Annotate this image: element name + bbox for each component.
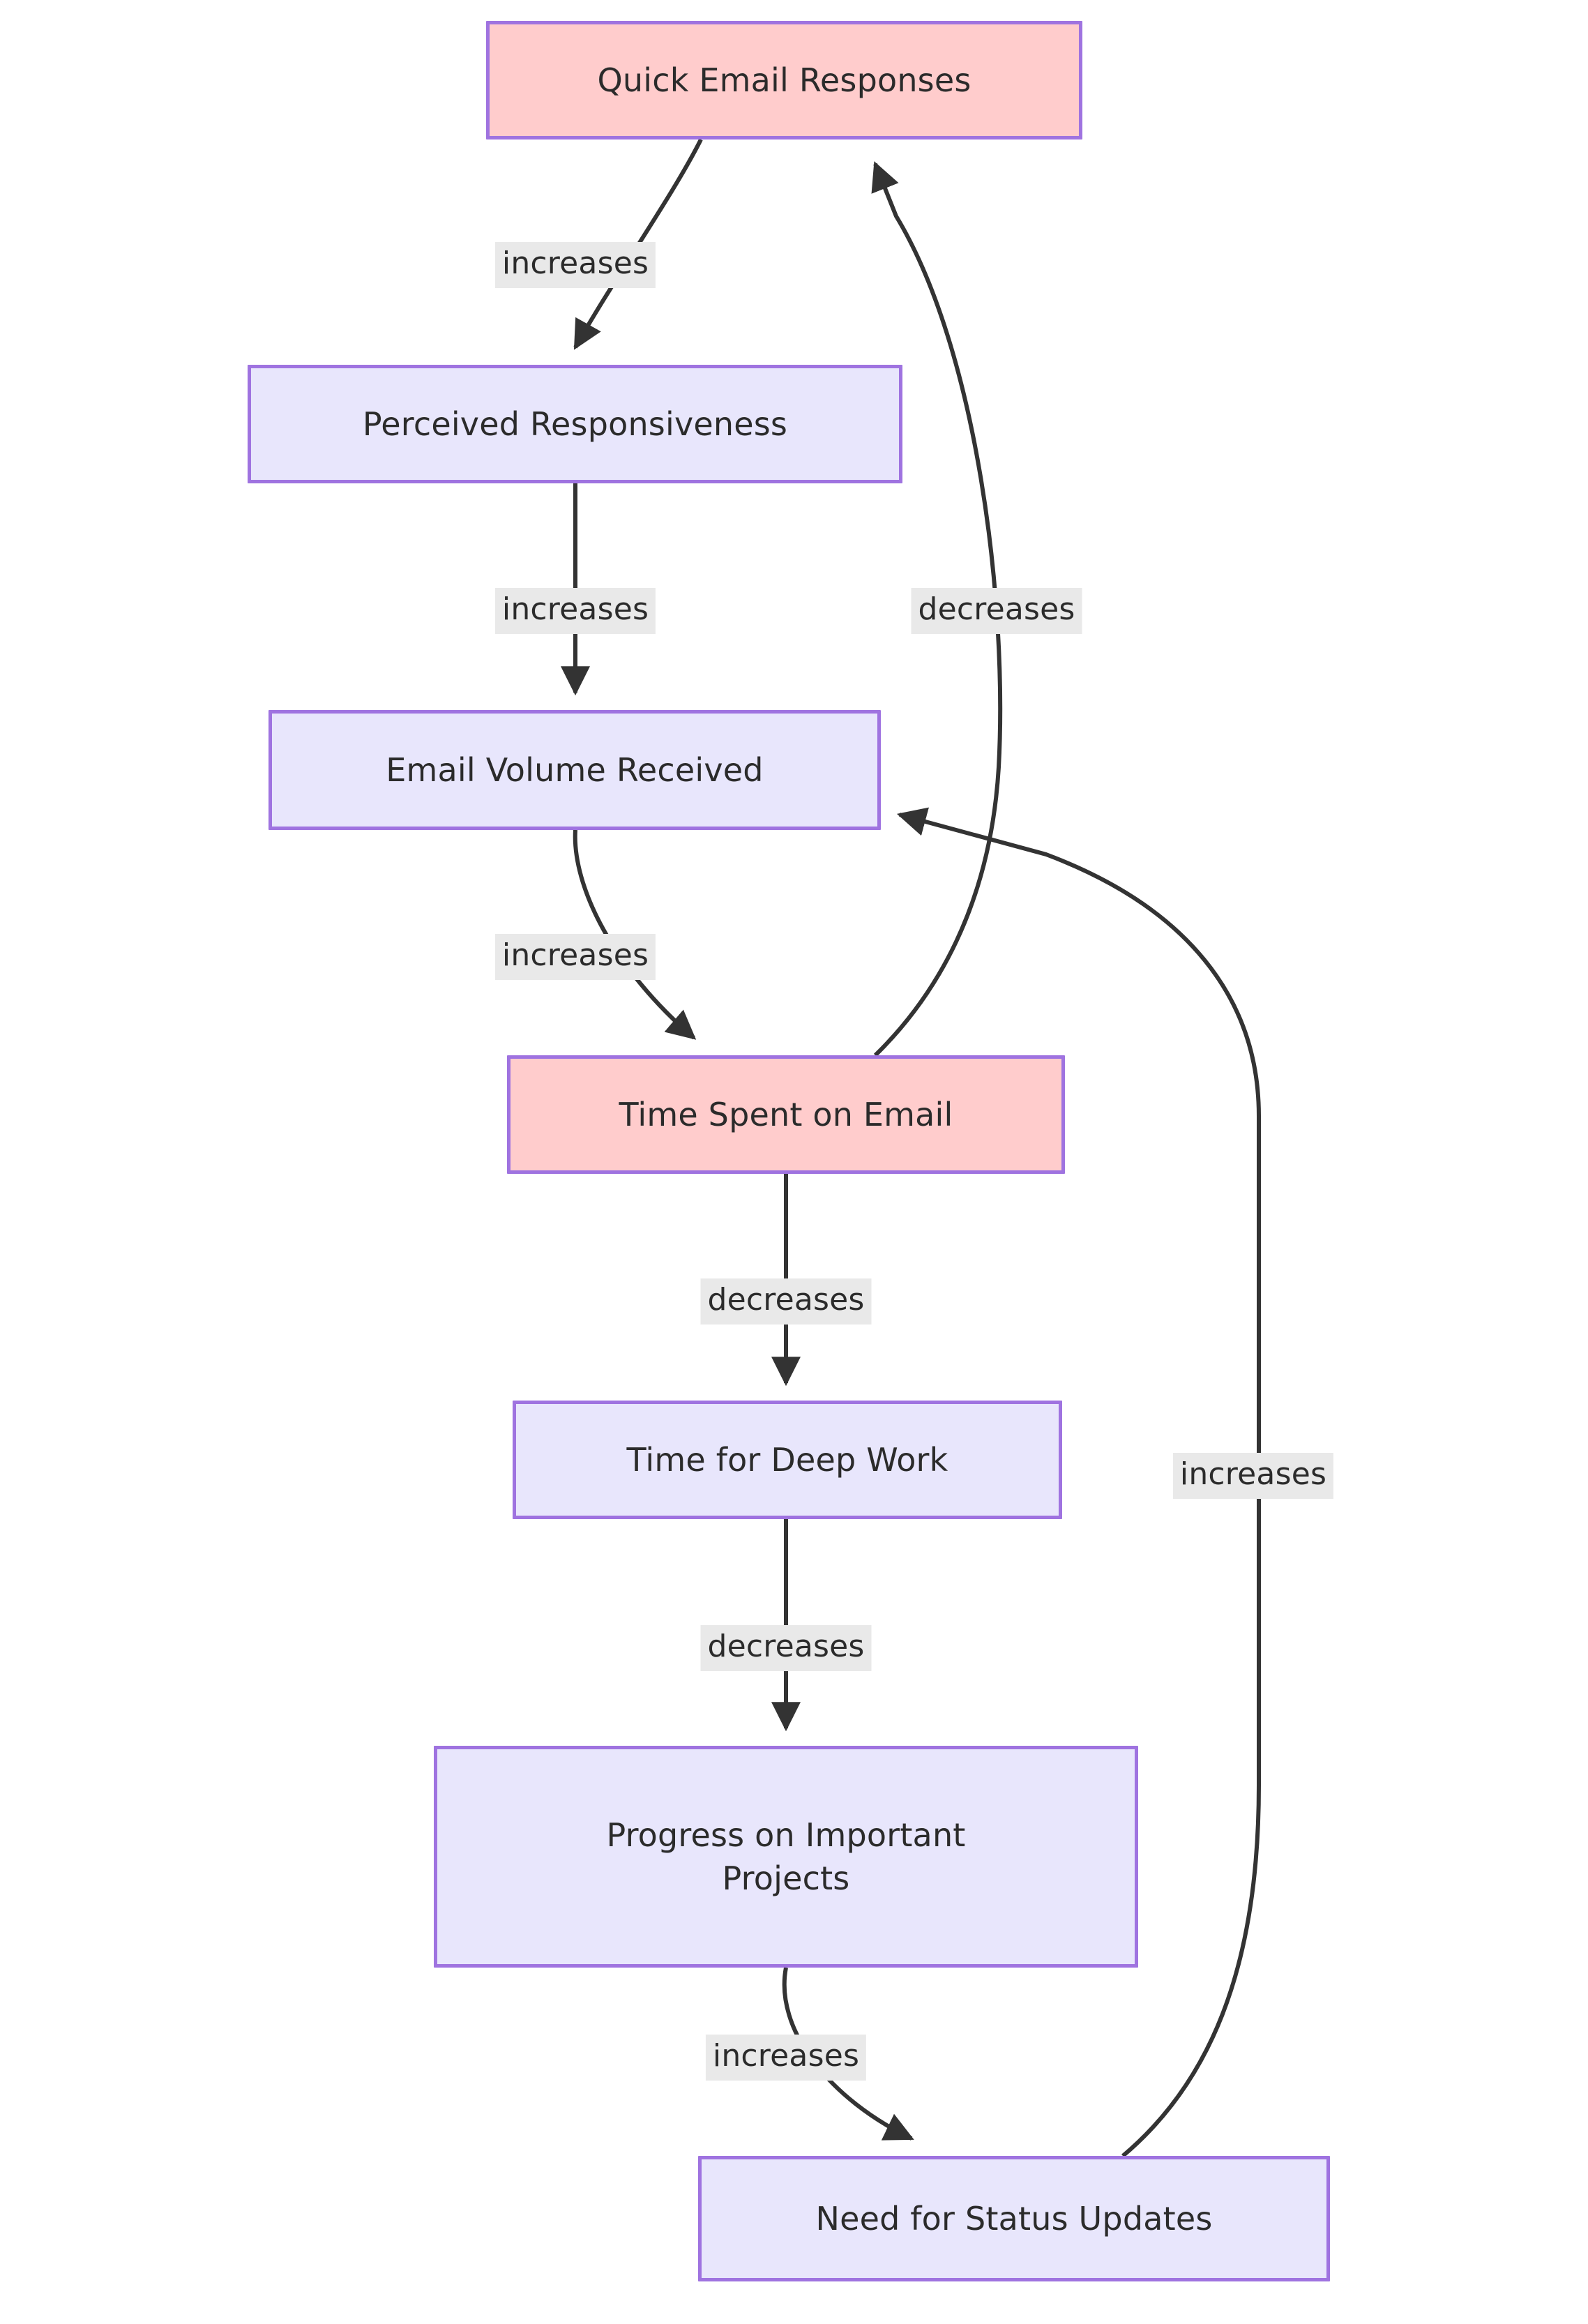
node-progress-on-important-projects[interactable]: Progress on Important Projects — [434, 1746, 1138, 1968]
node-label-perceived-responsiveness: Perceived Responsiveness — [362, 405, 788, 443]
node-label-email-volume-received: Email Volume Received — [386, 750, 764, 789]
node-email-volume-received[interactable]: Email Volume Received — [269, 710, 881, 830]
node-perceived-responsiveness[interactable]: Perceived Responsiveness — [248, 365, 902, 483]
edge-label-timespent-to-quick: decreases — [911, 588, 1082, 634]
node-label-need-for-status-updates: Need for Status Updates — [815, 2199, 1213, 2238]
edge-label-quick-to-perceived: increases — [494, 242, 656, 288]
node-need-for-status-updates[interactable]: Need for Status Updates — [698, 2156, 1330, 2281]
edge-label-perceived-to-volume: increases — [494, 588, 656, 634]
node-label-time-for-deep-work: Time for Deep Work — [626, 1440, 948, 1479]
node-label-time-spent-on-email: Time Spent on Email — [619, 1095, 953, 1133]
node-time-for-deep-work[interactable]: Time for Deep Work — [513, 1401, 1062, 1519]
node-label-quick-email-responses: Quick Email Responses — [597, 61, 971, 99]
edge-label-progress-to-status: increases — [705, 2035, 867, 2081]
edge-label-volume-to-timespent: increases — [494, 934, 656, 980]
edge-label-status-to-volume: increases — [1172, 1453, 1334, 1499]
node-time-spent-on-email[interactable]: Time Spent on Email — [507, 1055, 1065, 1174]
node-quick-email-responses[interactable]: Quick Email Responses — [486, 21, 1082, 139]
edge-label-timespent-to-deepwork: decreases — [700, 1278, 872, 1325]
edge-label-deepwork-to-progress: decreases — [700, 1625, 872, 1671]
node-label-progress-on-important-projects: Progress on Important Projects — [606, 1816, 966, 1897]
